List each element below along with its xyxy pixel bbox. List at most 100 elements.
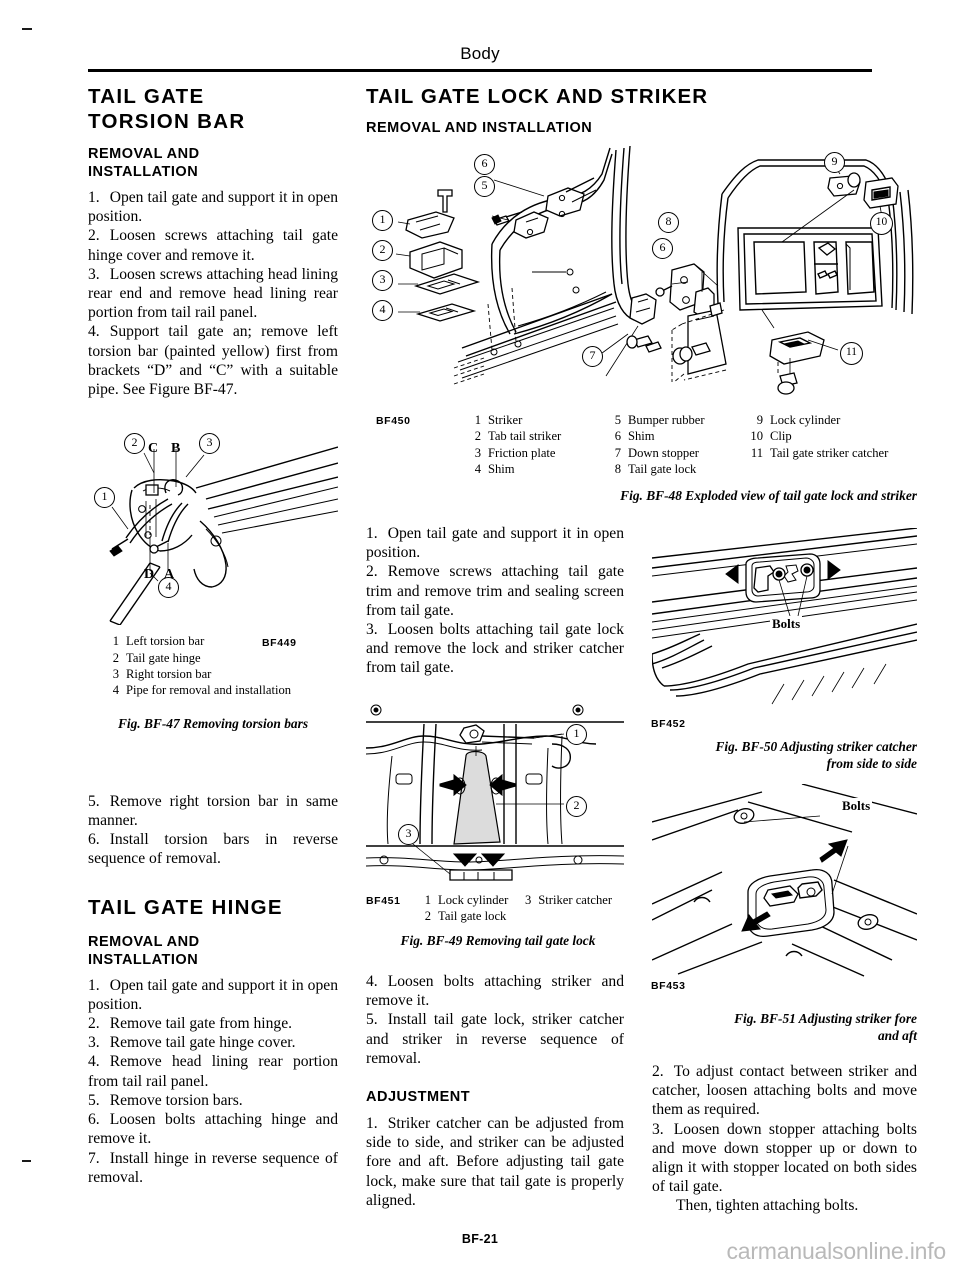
step-number: 7.: [88, 1149, 100, 1167]
section-title-tail-gate-torsion-bar: TAIL GATE TORSION BAR: [88, 84, 338, 134]
figure-callout-2: 2: [372, 240, 393, 261]
step-text: Loosen down stopper attaching bolts and …: [652, 1120, 917, 1196]
step-number: 2.: [652, 1063, 664, 1080]
figure-callout-1: 1: [94, 487, 115, 509]
scan-artifact-mid-left: [22, 1160, 31, 1162]
figure-callout-6-top: 6: [474, 154, 495, 175]
figure-bf-47: 2 3 1 4 C B D A: [88, 425, 338, 633]
figure-bf-48-illustration: [395, 145, 914, 395]
subhead2-line2: INSTALLATION: [88, 951, 199, 968]
step-text: Loosen bolts attaching tail gate lock an…: [366, 621, 624, 677]
step-item: Then, tighten attaching bolts.: [652, 1196, 917, 1215]
figure-callout-1: 1: [372, 210, 393, 231]
site-watermark: carmanualsonline.info: [726, 1238, 946, 1264]
figure-bf-48-code: BF450: [376, 415, 411, 427]
step-number: 2.: [88, 1015, 100, 1033]
figure-bf-51: Bolts: [652, 784, 917, 980]
step-number: 3.: [88, 1034, 100, 1052]
section-title-tail-gate-lock-and-striker: TAIL GATE LOCK AND STRIKER: [366, 85, 709, 108]
figure-callout-2: 2: [124, 433, 145, 455]
step-number: 2.: [88, 227, 100, 245]
subhead-line1: REMOVAL AND: [88, 146, 200, 162]
step-number: 3.: [366, 621, 378, 639]
step-item: 6.Loosen bolts attaching hinge and remov…: [88, 1110, 338, 1148]
subhead-adjustment: ADJUSTMENT: [366, 1089, 471, 1106]
step-item: 5.Remove right torsion bar in same manne…: [88, 792, 338, 830]
step-text: Open tail gate and support it in open po…: [88, 189, 338, 226]
figure-letter-d: D: [144, 567, 155, 583]
step-text: Remove torsion bars.: [109, 1091, 243, 1109]
right-column-steps: 2.To adjust contact between striker and …: [652, 1062, 917, 1216]
middle-column: TAIL GATE LOCK AND STRIKER REMOVAL AND I…: [366, 84, 707, 141]
step-item: 5. Remove torsion bars.: [88, 1091, 338, 1110]
figure-bf-48-caption: Fig. BF-48 Exploded view of tail gate lo…: [620, 488, 917, 503]
figure-letter-c: C: [148, 441, 159, 457]
step-text: Support tail gate an; remove left torsio…: [88, 323, 338, 399]
step-item: 3.Loosen screws attaching head lining re…: [88, 265, 338, 323]
step-number: 1.: [366, 525, 378, 542]
figure-bf-47-caption: Fig. BF-47 Removing torsion bars: [117, 715, 309, 731]
step-number: 1.: [366, 1115, 378, 1133]
figure-bf-51-caption: Fig. BF-51 Adjusting striker fore and af…: [652, 1010, 917, 1044]
step-item: 1.Open tail gate and support it in open …: [88, 188, 338, 226]
step-number: 1.: [88, 976, 100, 994]
figure-callout-8: 8: [658, 212, 679, 233]
step-item: 5.Install tail gate lock, striker catche…: [366, 1010, 624, 1068]
step-text: Remove right torsion bar in same manner.: [88, 792, 338, 830]
figure-bf-50-illustration: [652, 528, 917, 705]
figure-bf-50-code: BF452: [651, 718, 686, 730]
step-number: 5.: [88, 792, 100, 810]
step-item: 4.Support tail gate an; remove left tors…: [88, 322, 338, 399]
step-number: 6.: [88, 831, 100, 849]
step-text: Install torsion bars in reverse sequence…: [88, 831, 338, 868]
step-number: 5.: [88, 1091, 100, 1109]
figure-bf-50-bolts-label: Bolts: [770, 616, 803, 632]
figure-callout-3: 3: [372, 270, 393, 291]
step-text: Open tail gate and support it in open po…: [88, 976, 338, 1013]
figure-callout-10: 10: [870, 212, 893, 235]
step-number: 4.: [366, 973, 378, 990]
figure-callout-1: 1: [566, 724, 587, 745]
step-text: Loosen bolts attaching hinge and remove …: [88, 1111, 338, 1148]
figure-letter-b: B: [171, 441, 181, 457]
step-text: Loosen screws attaching head lining rear…: [88, 265, 338, 322]
step-number: 3.: [88, 265, 100, 283]
figure-callout-2: 2: [566, 796, 587, 817]
header-rule: [88, 69, 872, 72]
subhead-line2: INSTALLATION: [88, 164, 199, 180]
section-title-line1: TAIL GATE: [88, 85, 205, 108]
figure-bf-47-illustration: [109, 446, 338, 626]
figure-callout-4: 4: [372, 300, 393, 321]
middle-column-steps: 1.Open tail gate and support it in open …: [366, 524, 624, 678]
section-title-line2: TORSION BAR: [88, 110, 246, 133]
step-text: Open tail gate and support it in open po…: [366, 525, 624, 562]
left-column: TAIL GATE TORSION BAR REMOVAL AND INSTAL…: [88, 84, 338, 1187]
step-number: 6.: [88, 1111, 100, 1129]
figure-bf-49: 1 2 3: [366, 702, 624, 884]
step-number: 5.: [366, 1011, 378, 1029]
step-item: 1.Open tail gate and support it in open …: [88, 976, 338, 1014]
step-item: 7.Install hinge in reverse sequence of r…: [88, 1149, 338, 1187]
figure-callout-7: 7: [582, 346, 603, 367]
step-item: 4.Loosen bolts attaching striker and rem…: [366, 972, 624, 1010]
figure-bf-50: Bolts: [652, 528, 917, 706]
step-item: 1.Striker catcher can be adjusted from s…: [366, 1114, 624, 1210]
step-item: 2.To adjust contact between striker and …: [652, 1062, 917, 1120]
step-item: 1.Open tail gate and support it in open …: [366, 524, 624, 562]
